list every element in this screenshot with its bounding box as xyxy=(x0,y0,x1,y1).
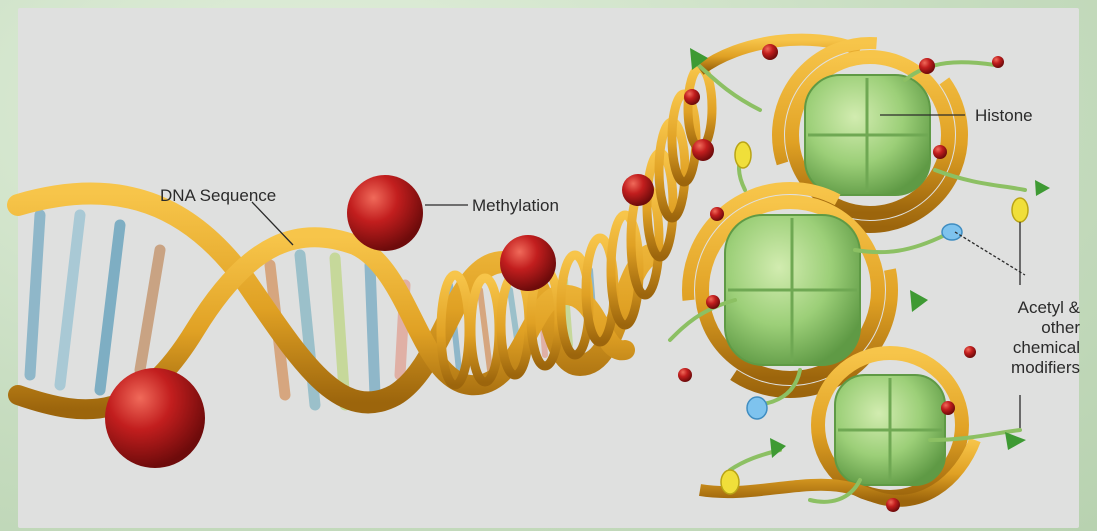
acetyl-label-line-2: other xyxy=(985,318,1080,338)
histone-label: Histone xyxy=(975,106,1033,126)
dna-sequence-label: DNA Sequence xyxy=(160,186,276,206)
acetyl-label-line-4: modifiers xyxy=(985,358,1080,378)
acetyl-label-line-3: chemical xyxy=(985,338,1080,358)
acetyl-label-line-1: Acetyl & xyxy=(985,298,1080,318)
methylation-label: Methylation xyxy=(472,196,559,216)
methyl-ball-large xyxy=(105,368,205,468)
methyl-ball-medium xyxy=(500,235,556,291)
methyl-ball-large xyxy=(347,175,423,251)
